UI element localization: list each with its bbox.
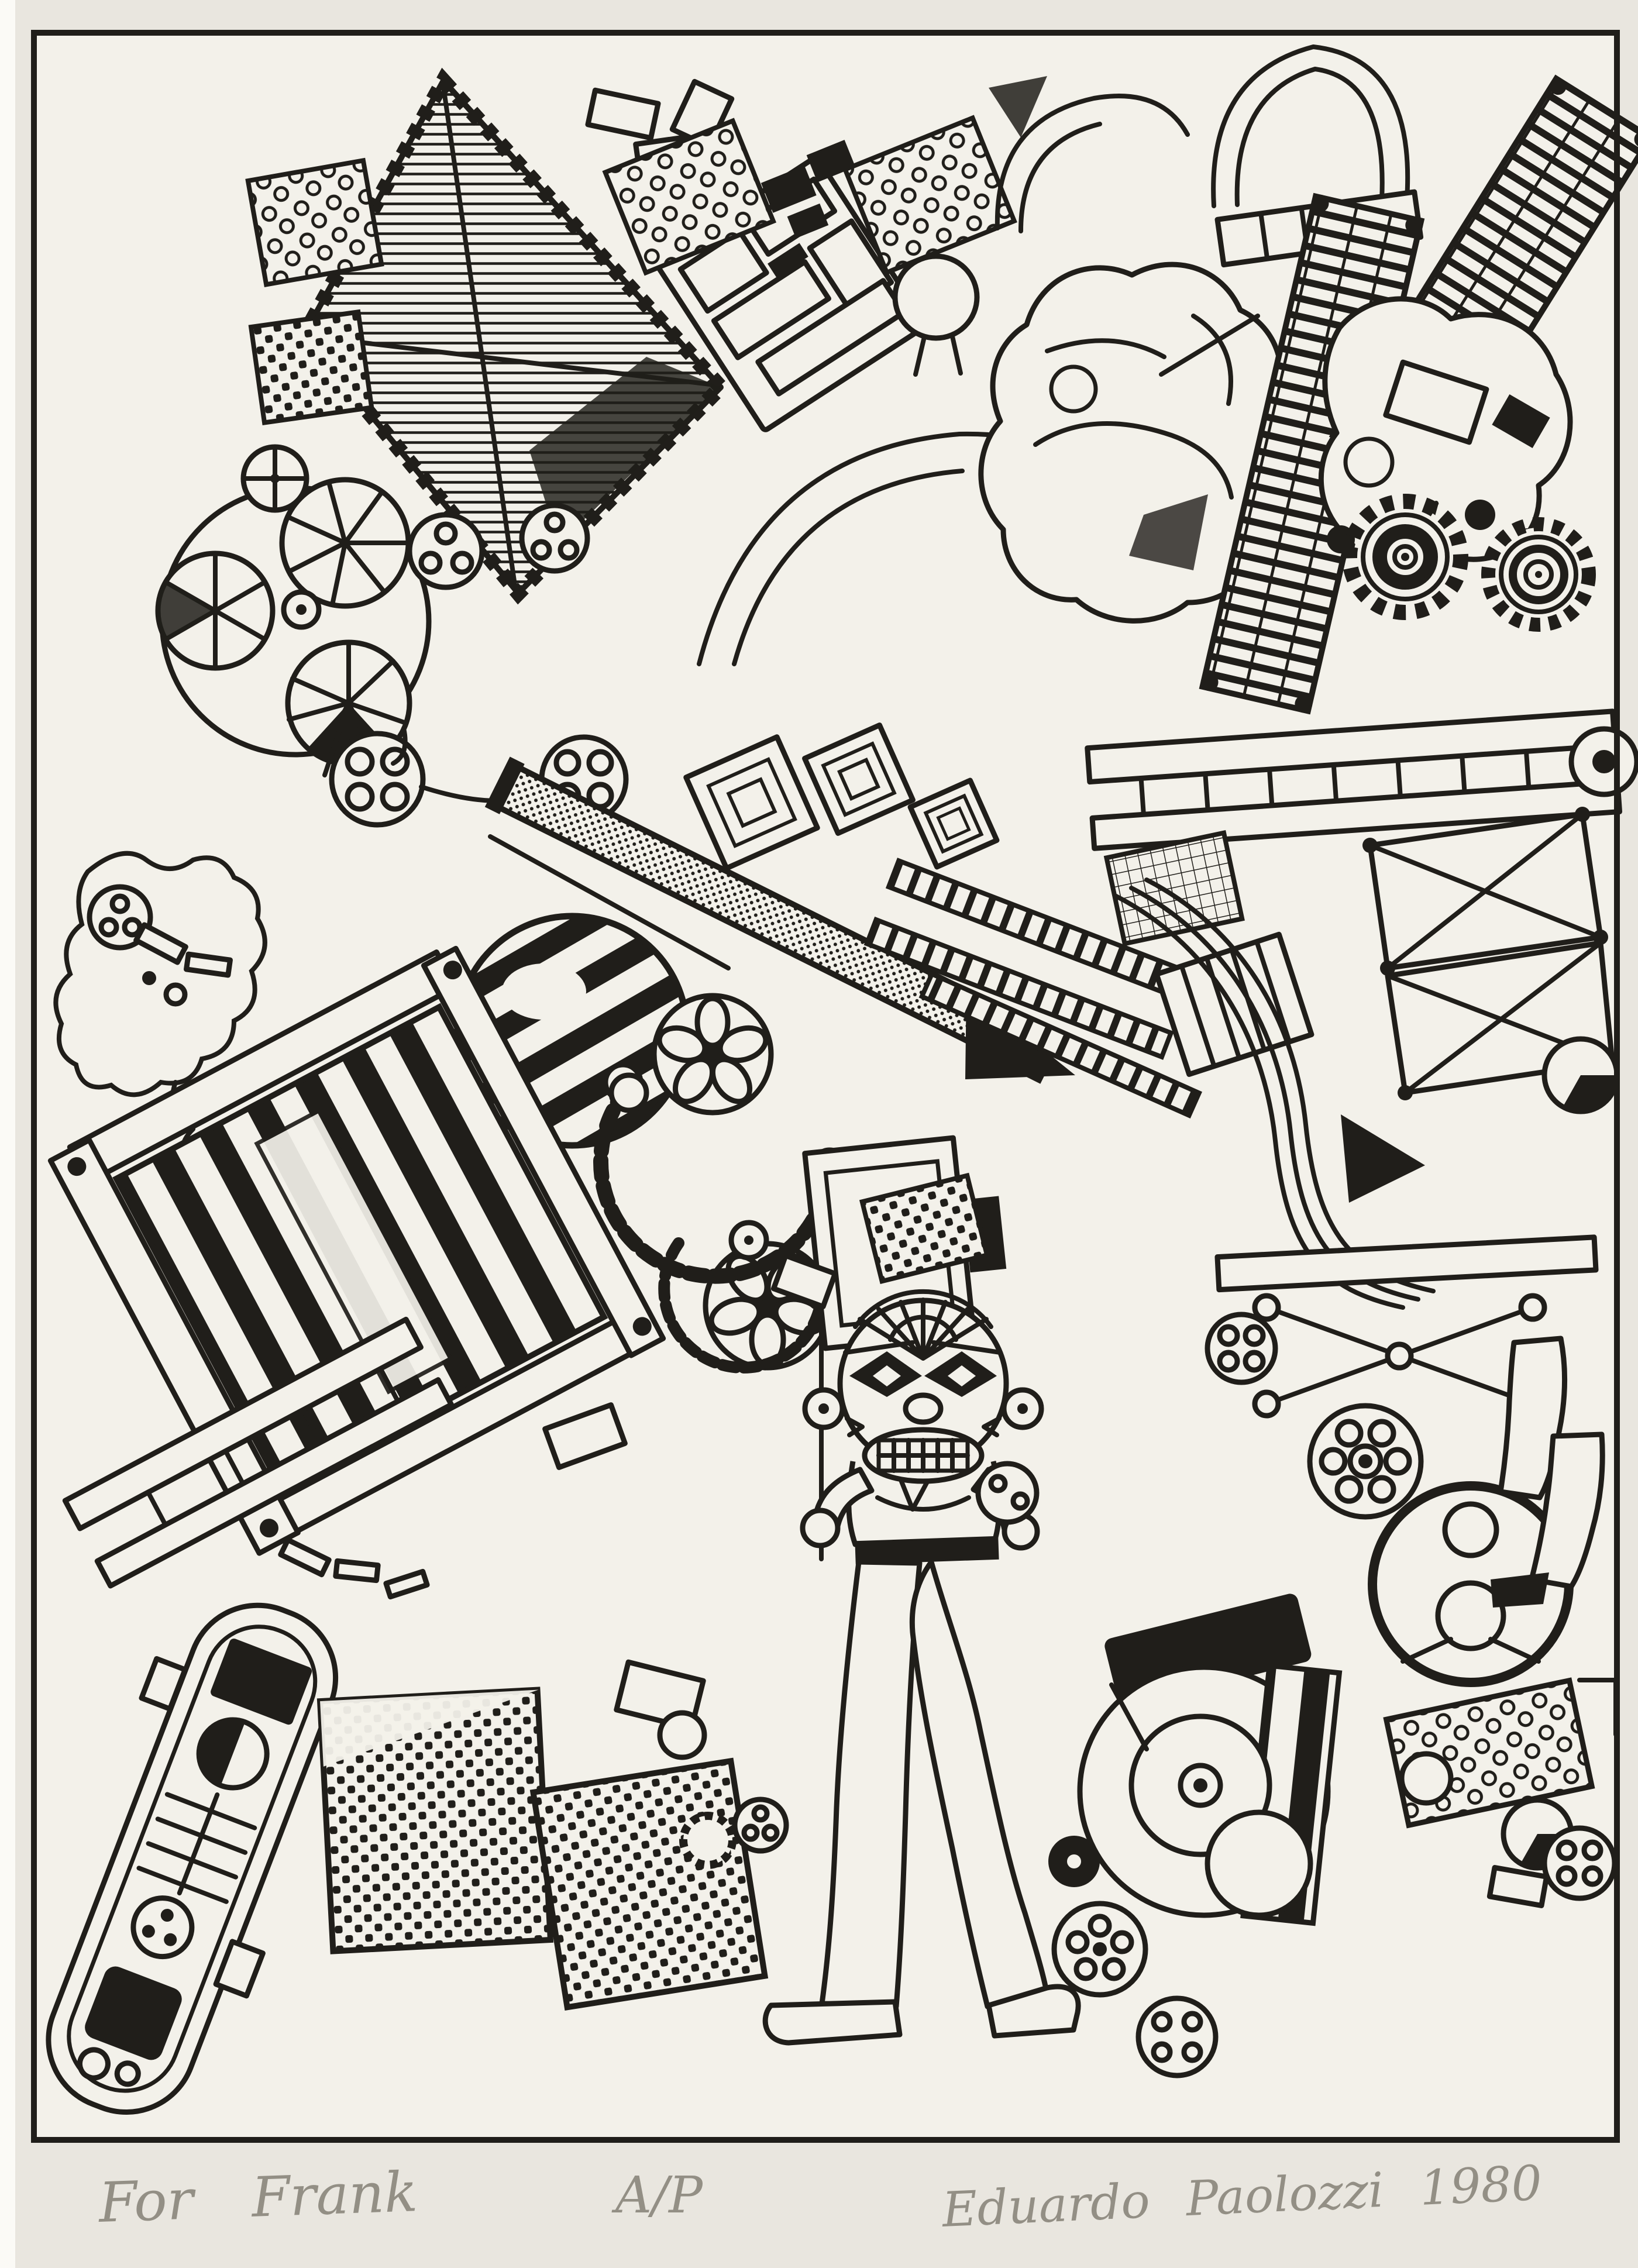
capsule-unit xyxy=(46,1602,339,2115)
edition-inscription: A/P xyxy=(611,2166,704,2225)
press-machine xyxy=(47,945,666,1556)
trouser-legs-figure xyxy=(1491,1336,1605,1608)
two-hole-ball xyxy=(975,1461,1040,1525)
scan-edge-highlight xyxy=(0,0,15,2268)
right-machine xyxy=(1085,708,1638,1310)
plate-frame xyxy=(31,30,1620,2143)
track-bands xyxy=(863,858,1203,1118)
waffle-grid-1 xyxy=(316,1687,554,1954)
dotted-panel-topleft xyxy=(245,157,384,287)
checker-plate-small xyxy=(248,309,374,425)
hole-discs-upper xyxy=(240,444,590,590)
checkered-kite xyxy=(295,67,731,605)
walking-mask-man xyxy=(762,1172,1081,2046)
waffle-grid-2 xyxy=(529,1757,769,2011)
right-shoe xyxy=(986,1984,1081,2039)
dotted-panel-left xyxy=(602,118,777,276)
reel-machine xyxy=(155,477,629,828)
dotted-panel-right xyxy=(842,115,1017,276)
left-hand xyxy=(800,1508,841,1548)
screw-bits xyxy=(133,922,233,1007)
dedication-inscription: For Frank xyxy=(97,2160,419,2235)
gear-pair xyxy=(1342,494,1596,632)
tribal-mask-face xyxy=(802,1289,1044,1512)
bottom-right-cluster xyxy=(1383,1677,1618,1908)
collar-arcs xyxy=(989,76,1190,233)
greek-key-motifs xyxy=(683,722,1000,871)
dark-tiles xyxy=(760,140,856,239)
nose xyxy=(903,1392,944,1425)
six-hole-disc xyxy=(1307,1403,1424,1520)
steering-wheel xyxy=(1368,1481,1574,1687)
rotor-machine xyxy=(1048,1594,1343,2078)
left-shoe xyxy=(762,1999,903,2046)
satellite xyxy=(1159,44,1638,715)
belt xyxy=(855,1536,999,1565)
flower-wheel-1 xyxy=(651,993,774,1116)
misc-small-parts xyxy=(278,1220,838,1869)
checker-tile-above-head xyxy=(859,1172,990,1285)
press-lower-rails xyxy=(62,1316,455,1589)
ball-head xyxy=(892,253,980,377)
